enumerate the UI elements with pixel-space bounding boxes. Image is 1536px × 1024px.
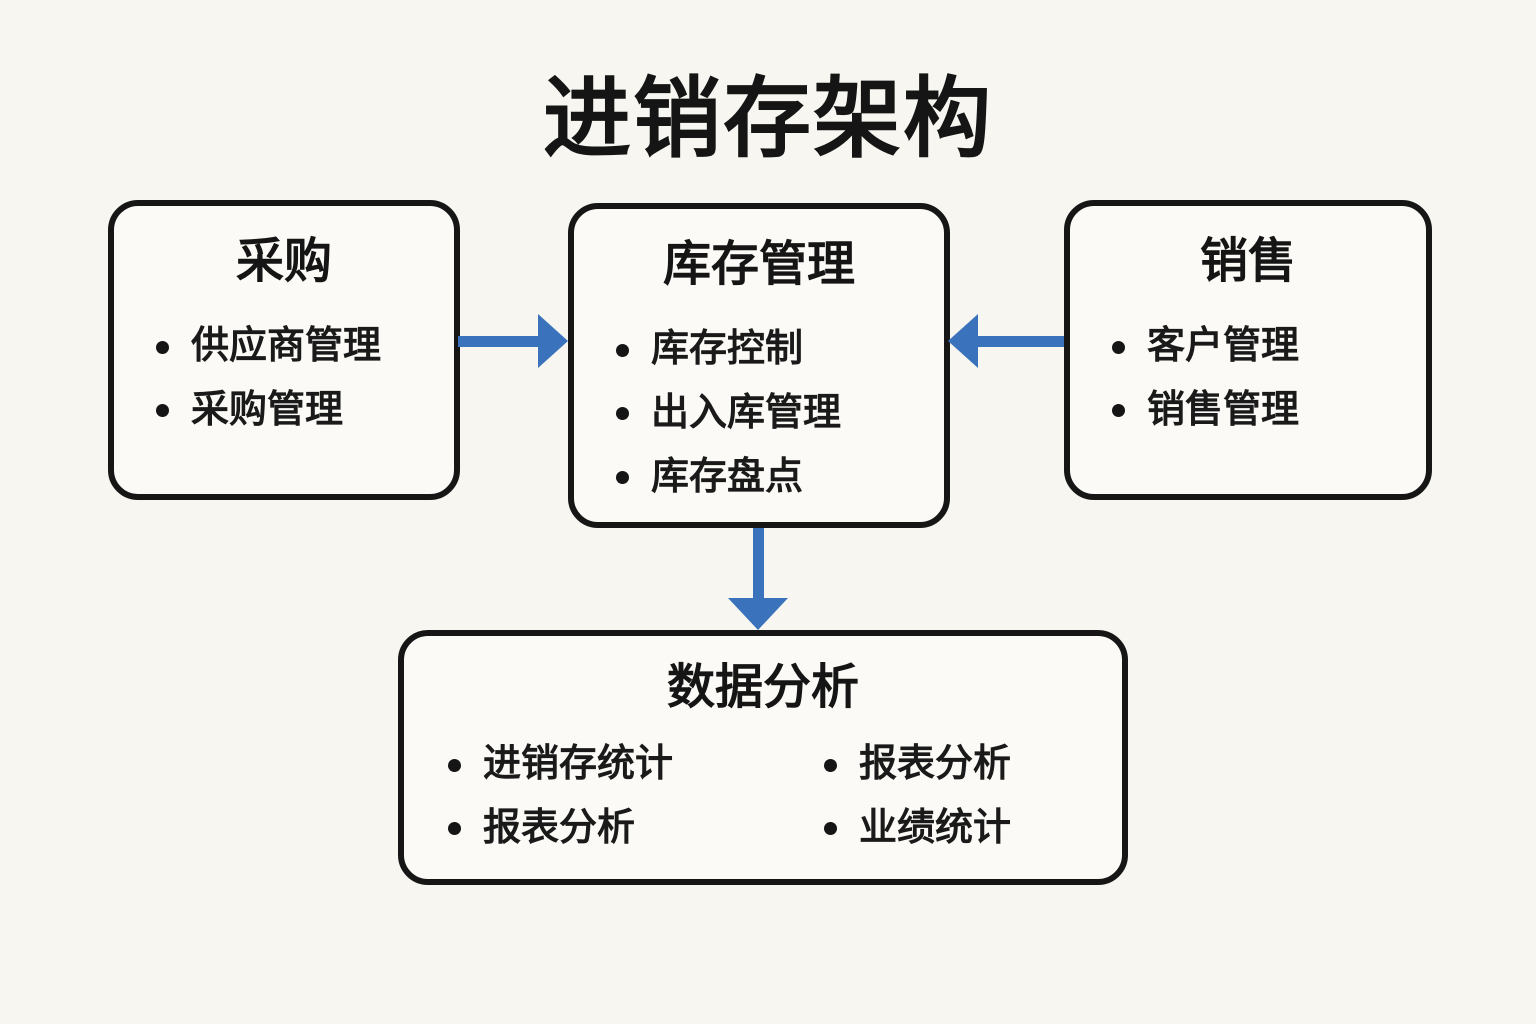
bullet-icon [824, 822, 837, 836]
bullet-icon [156, 340, 169, 354]
inventory-box-title: 库存管理 [662, 238, 855, 291]
bullet-icon [1112, 404, 1125, 418]
bullet-icon [1112, 340, 1125, 354]
page-title: 进销存架构 [542, 69, 993, 168]
bullet-icon [156, 404, 169, 418]
sales-box: 销售 客户管理 销售管理 [1064, 200, 1432, 500]
list-item-label: 库存盘点 [651, 455, 804, 498]
list-item: 报表分析 [824, 733, 1011, 797]
procurement-box: 采购 供应商管理 采购管理 [108, 200, 460, 500]
bullet-icon [616, 407, 629, 421]
analysis-box: 数据分析 进销存统计 报表分析 报表分析 业绩统计 [398, 630, 1128, 885]
list-item: 采购管理 [156, 379, 454, 443]
bullet-icon [824, 758, 837, 772]
list-item: 报表分析 [448, 797, 778, 861]
list-item-label: 出入库管理 [651, 392, 842, 435]
analysis-columns: 进销存统计 报表分析 报表分析 业绩统计 [404, 733, 1122, 861]
arrow-shaft [458, 336, 540, 347]
arrow-procurement-to-inventory [458, 314, 568, 368]
list-item-label: 库存控制 [651, 328, 804, 371]
bullet-icon [616, 343, 629, 357]
bullet-icon [616, 471, 629, 485]
list-item: 出入库管理 [616, 382, 944, 446]
arrow-head-left-icon [948, 314, 978, 368]
arrow-head-down-icon [728, 598, 788, 630]
list-item: 客户管理 [1112, 315, 1426, 379]
procurement-box-title: 采购 [235, 235, 332, 288]
bullet-icon [448, 758, 461, 772]
list-item: 销售管理 [1112, 379, 1426, 443]
arrow-inventory-to-analysis [728, 528, 788, 630]
list-item: 库存盘点 [616, 446, 944, 510]
analysis-item-list-left: 进销存统计 报表分析 [404, 733, 778, 861]
inventory-box: 库存管理 库存控制 出入库管理 库存盘点 [568, 203, 950, 528]
analysis-box-title: 数据分析 [666, 661, 859, 714]
list-item-label: 采购管理 [191, 389, 344, 432]
procurement-item-list: 供应商管理 采购管理 [114, 315, 454, 443]
list-item-label: 报表分析 [859, 743, 1012, 786]
arrow-shaft [753, 528, 764, 600]
list-item-label: 销售管理 [1147, 389, 1300, 432]
inventory-item-list: 库存控制 出入库管理 库存盘点 [574, 318, 944, 509]
arrow-shaft [978, 336, 1064, 347]
bullet-icon [448, 822, 461, 836]
list-item-label: 进销存统计 [483, 743, 674, 786]
arrow-sales-to-inventory [948, 314, 1064, 368]
analysis-item-list-right: 报表分析 业绩统计 [778, 733, 1011, 861]
list-item-label: 供应商管理 [191, 325, 382, 368]
list-item: 供应商管理 [156, 315, 454, 379]
sales-box-title: 销售 [1199, 235, 1296, 288]
list-item: 业绩统计 [824, 797, 1011, 861]
list-item: 进销存统计 [448, 733, 778, 797]
list-item-label: 报表分析 [483, 807, 636, 850]
arrow-head-right-icon [538, 314, 568, 368]
sales-item-list: 客户管理 销售管理 [1070, 315, 1426, 443]
list-item-label: 客户管理 [1147, 325, 1300, 368]
list-item-label: 业绩统计 [859, 807, 1012, 850]
list-item: 库存控制 [616, 318, 944, 382]
